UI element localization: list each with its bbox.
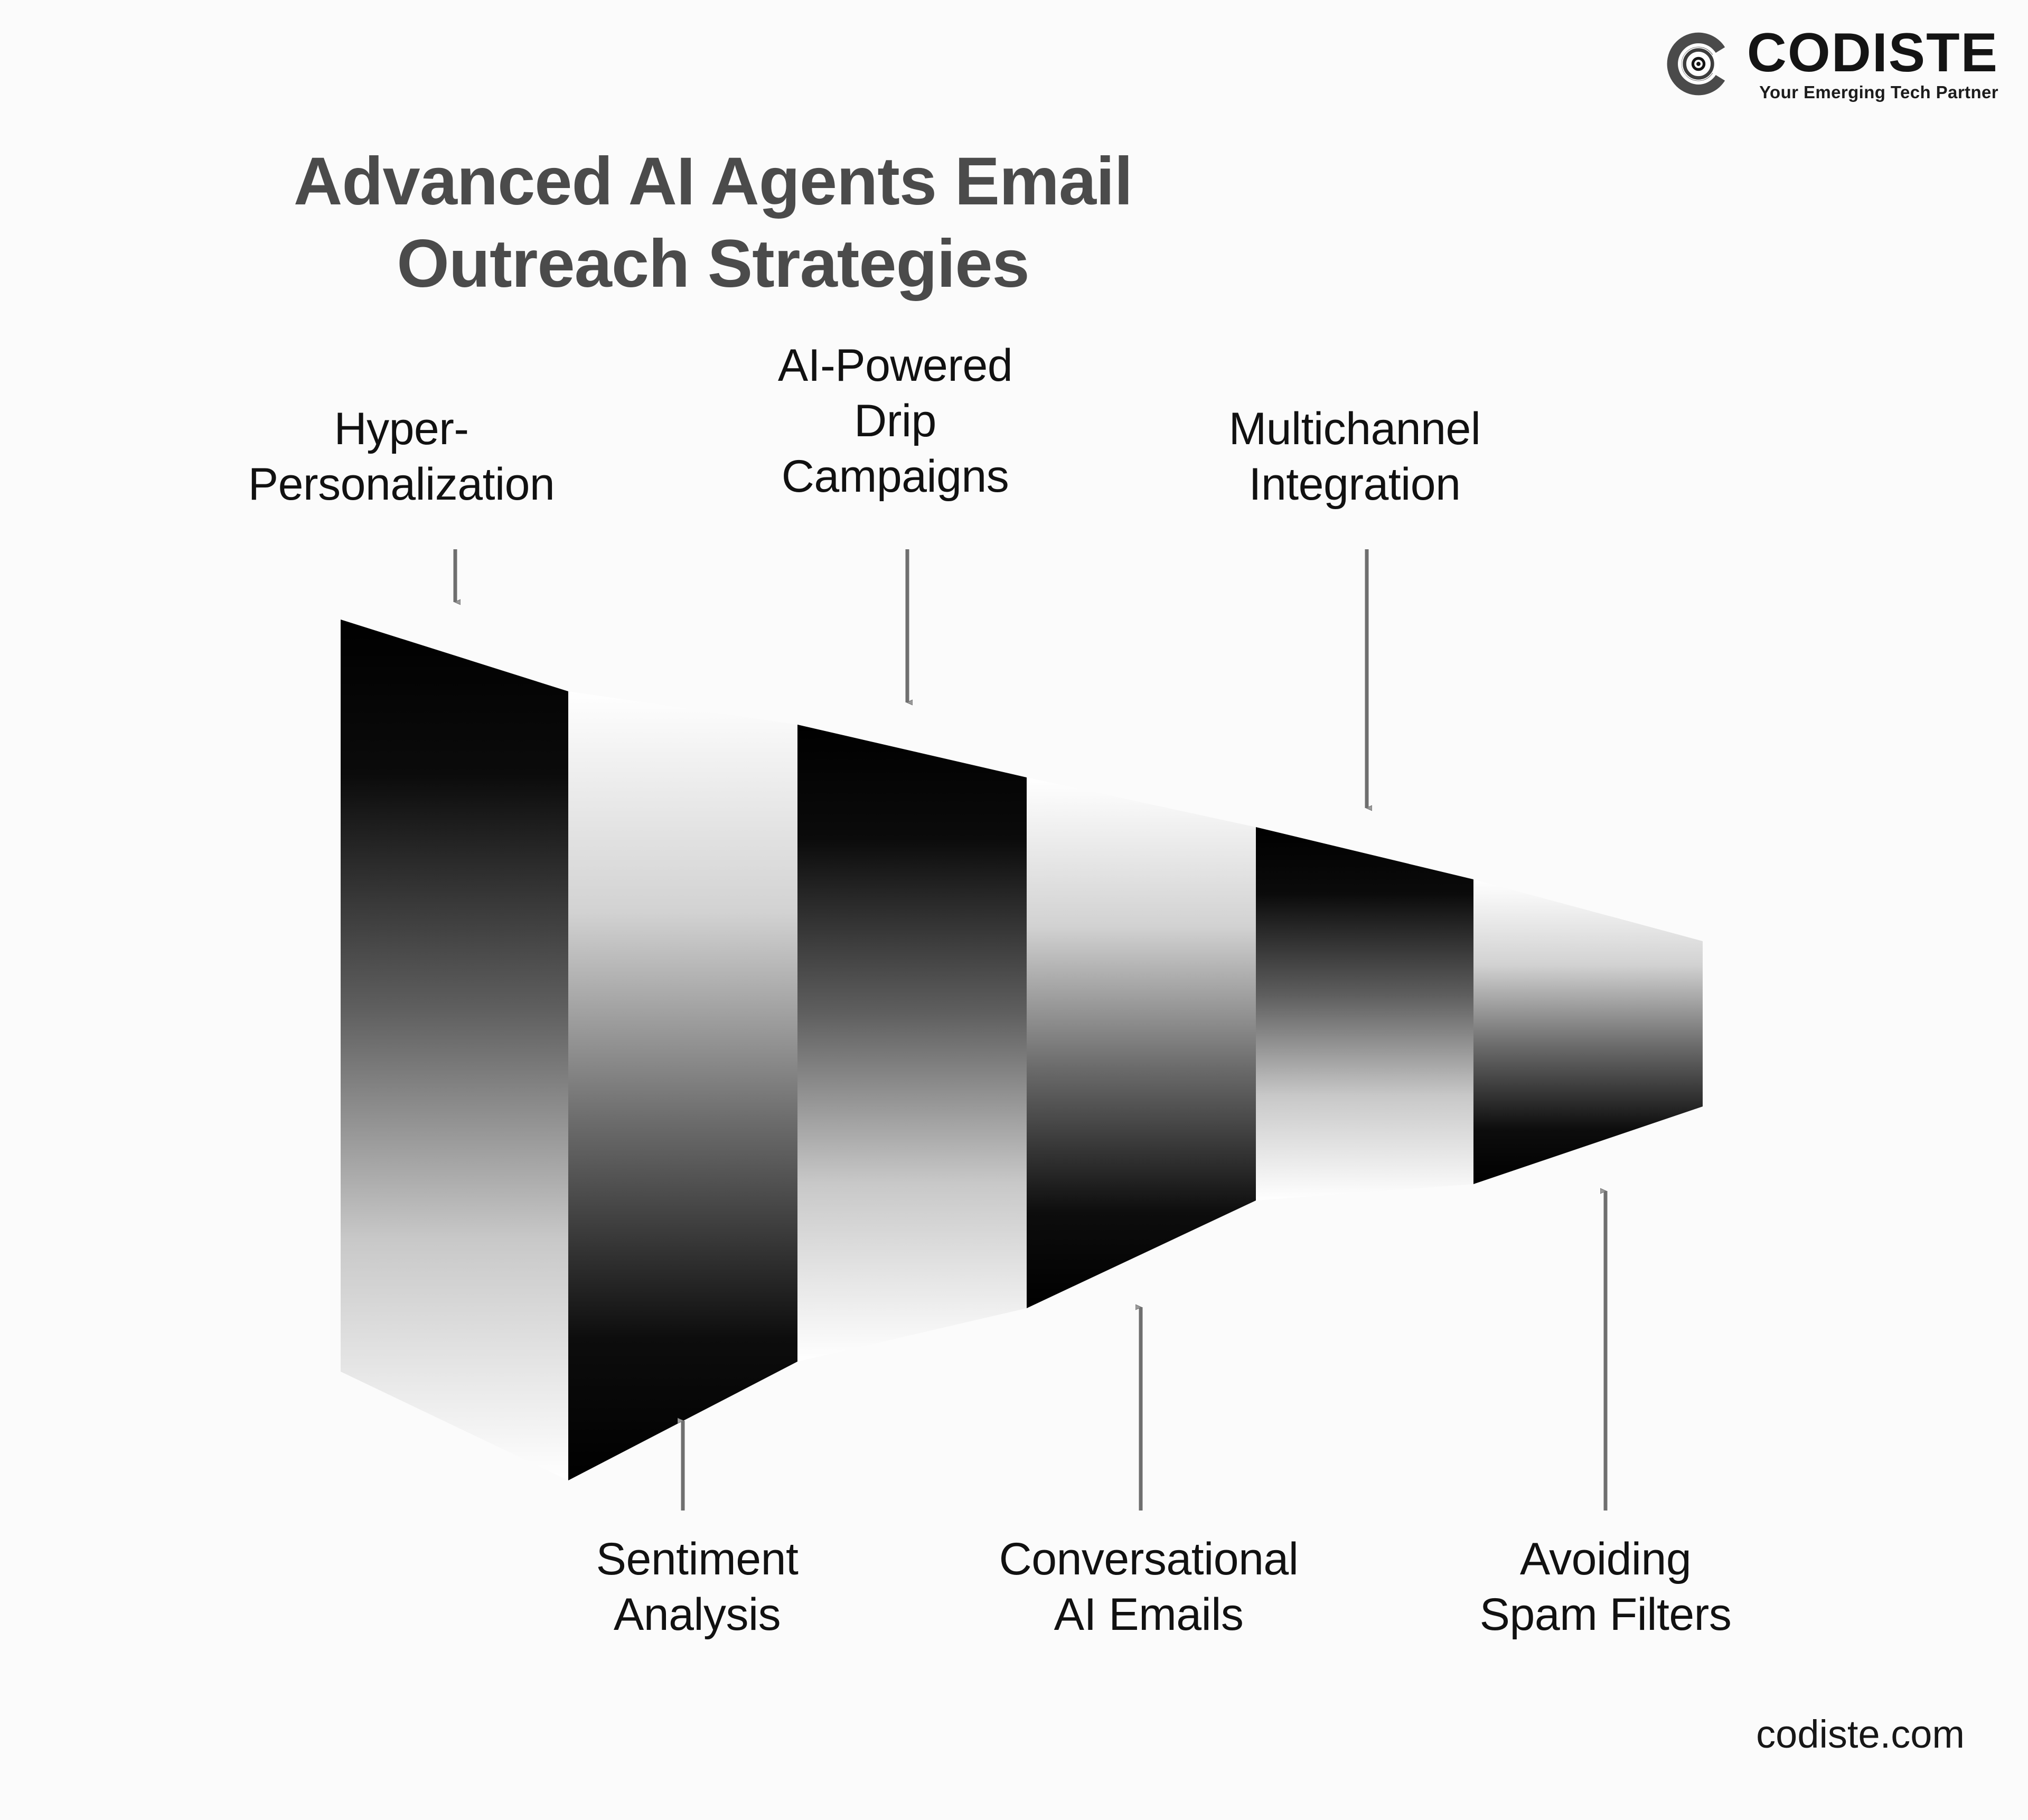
funnel-panel-1 [341, 620, 568, 1480]
page-title: Advanced AI Agents Email Outreach Strate… [0, 140, 1426, 305]
brand-tagline: Your Emerging Tech Partner [1759, 82, 1998, 102]
funnel-panel-3 [797, 725, 1027, 1362]
callout-line: AI Emails [1054, 1589, 1244, 1640]
callout-line: Integration [1248, 458, 1461, 510]
callout-line: Spam Filters [1479, 1589, 1732, 1640]
callout-ai-powered-drip-campaigns: AI-Powered Drip Campaigns [658, 338, 1133, 504]
callout-line: Drip [854, 395, 936, 446]
callout-line: Analysis [613, 1589, 781, 1640]
brand-wordmark: CODISTE [1747, 22, 1998, 83]
callout-line: Multichannel [1228, 404, 1481, 454]
page-title-line-1: Advanced AI Agents Email [293, 143, 1133, 219]
funnel-panel-5 [1256, 827, 1473, 1200]
callout-hyper-personalization: Hyper- Personalization [164, 401, 639, 512]
codiste-circular-c-icon [1667, 32, 1725, 96]
callout-line: Conversational [999, 1534, 1299, 1584]
callout-conversational-ai-emails: Conversational AI Emails [898, 1532, 1400, 1643]
callout-line: Avoiding [1519, 1534, 1692, 1584]
funnel-panel-2 [568, 691, 797, 1480]
callout-line: Sentiment [596, 1534, 799, 1584]
callout-multichannel-integration: Multichannel Integration [1117, 401, 1592, 512]
callout-line: Personalization [248, 458, 555, 510]
callout-line: AI-Powered [777, 340, 1013, 391]
funnel-panel-4 [1027, 777, 1256, 1308]
callout-sentiment-analysis: Sentiment Analysis [459, 1532, 935, 1643]
brand-logo: CODISTE Your Emerging Tech Partner [1664, 25, 1998, 102]
callout-line: Hyper- [334, 404, 469, 454]
callout-avoiding-spam-filters: Avoiding Spam Filters [1368, 1532, 1843, 1643]
footer-website: codiste.com [1756, 1712, 1965, 1756]
page-title-line-2: Outreach Strategies [397, 226, 1029, 302]
funnel-panel-6 [1473, 879, 1703, 1184]
callout-line: Campaigns [781, 451, 1009, 502]
